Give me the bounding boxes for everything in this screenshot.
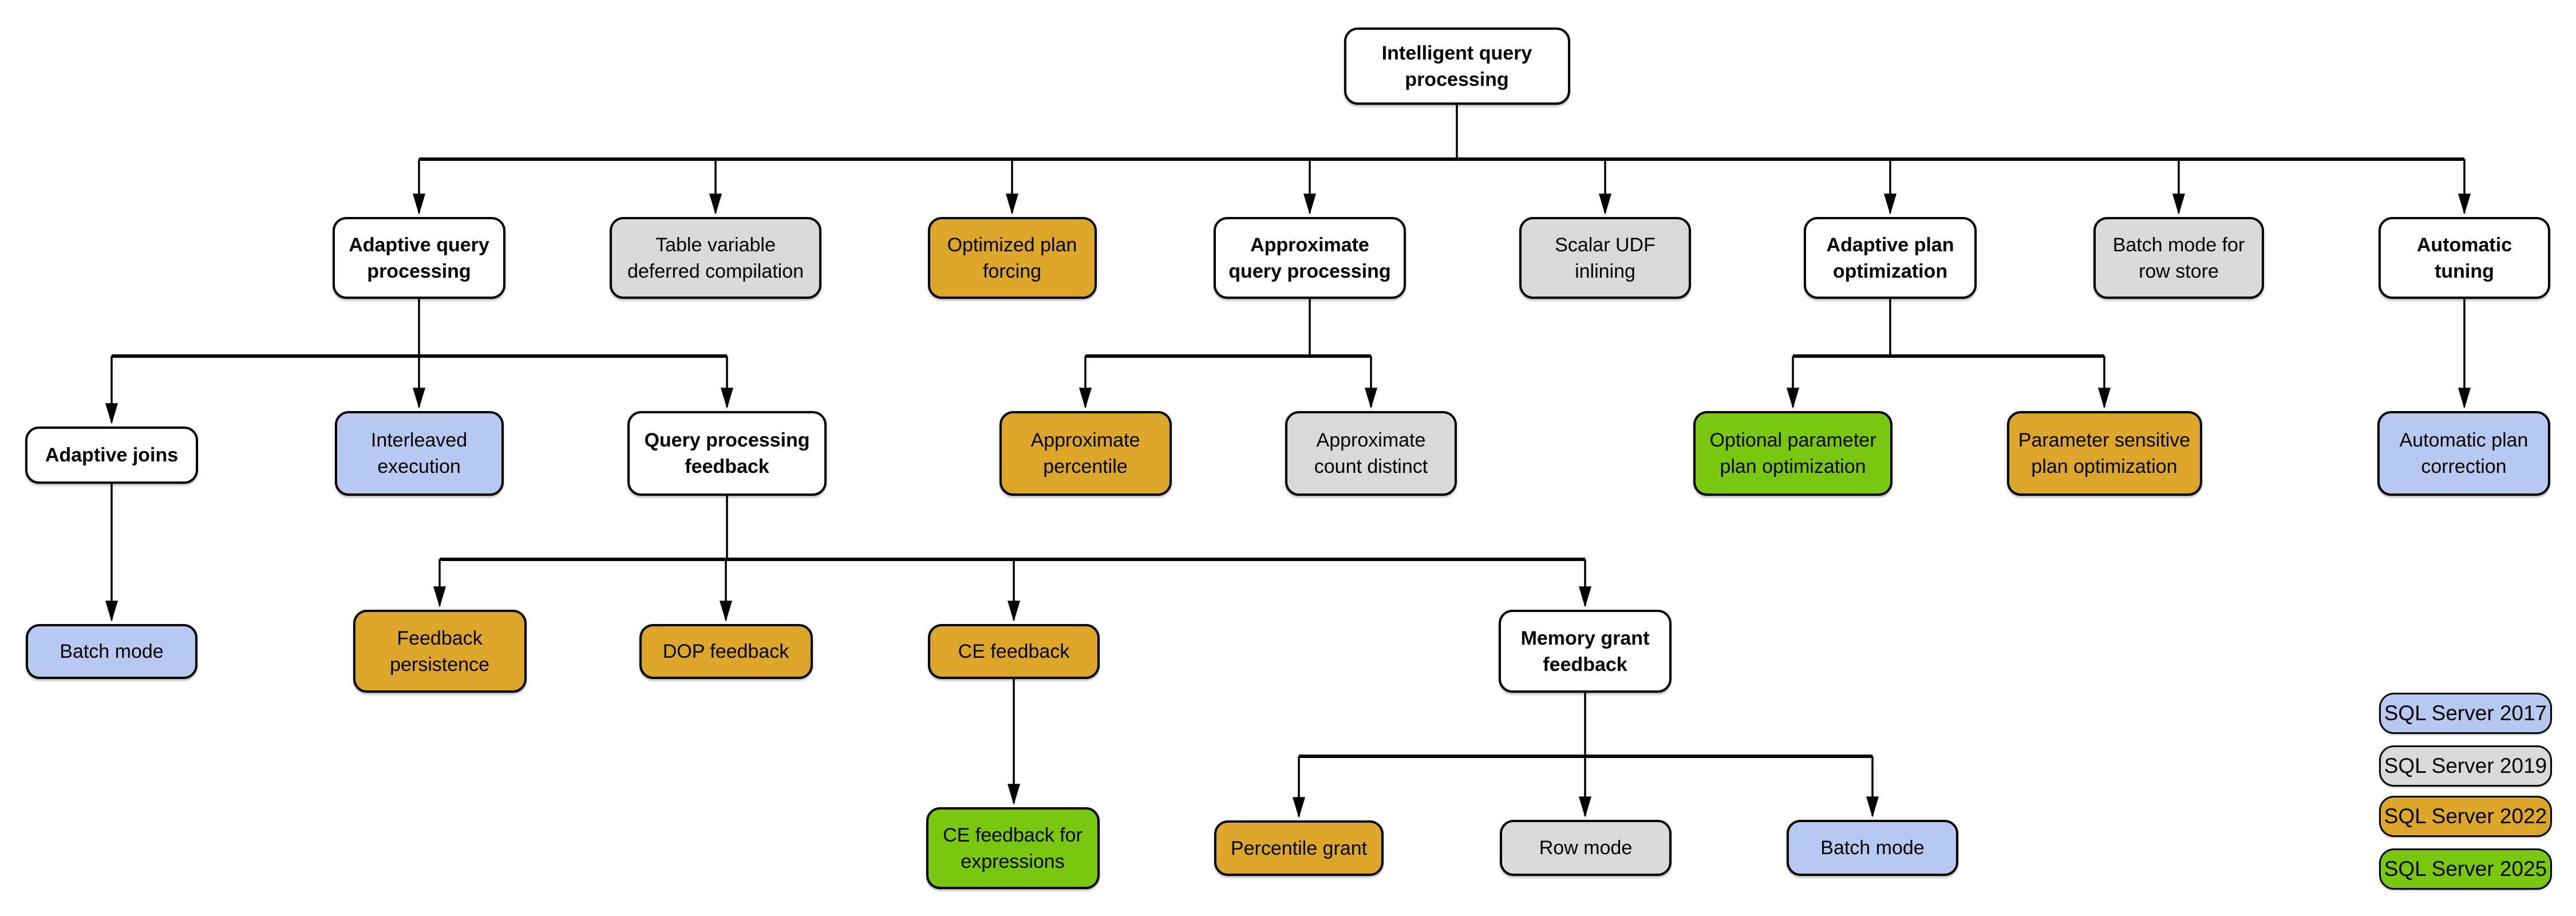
node-intelligent-query-processing: Intelligent query processing [1344, 27, 1570, 105]
node-optimized-plan-forcing: Optimized plan forcing [927, 217, 1097, 299]
node-adaptive-joins: Adaptive joins [25, 427, 198, 484]
legend-item-sql-server-2022: SQL Server 2022 [2379, 796, 2552, 837]
node-row-mode: Row mode [1500, 820, 1672, 876]
node-optional-parameter-plan-optimization: Optional parameter plan optimization [1693, 411, 1893, 496]
node-ce-feedback: CE feedback [928, 624, 1100, 679]
node-memory-grant-feedback: Memory grant feedback [1499, 610, 1672, 693]
legend-item-sql-server-2025: SQL Server 2025 [2379, 848, 2552, 890]
legend-item-sql-server-2017: SQL Server 2017 [2379, 693, 2552, 734]
node-scalar-udf-inlining: Scalar UDF inlining [1519, 217, 1691, 299]
node-table-variable-deferred-compilation: Table variable deferred compilation [610, 217, 821, 299]
node-approximate-query-processing: Approximate query processing [1214, 217, 1406, 299]
legend-item-sql-server-2019: SQL Server 2019 [2379, 745, 2552, 787]
node-feedback-persistence: Feedback persistence [353, 610, 527, 693]
node-batch-mode-memory-grant: Batch mode [1787, 820, 1958, 876]
node-batch-mode-adaptive-joins: Batch mode [26, 624, 197, 679]
node-approximate-percentile: Approximate percentile [999, 411, 1172, 496]
node-interleaved-execution: Interleaved execution [334, 411, 504, 496]
node-automatic-plan-correction: Automatic plan correction [2377, 411, 2550, 496]
node-percentile-grant: Percentile grant [1214, 820, 1384, 876]
node-batch-mode-for-row-store: Batch mode for row store [2093, 217, 2264, 299]
node-parameter-sensitive-plan-optimization: Parameter sensitive plan optimization [2006, 411, 2202, 496]
node-dop-feedback: DOP feedback [639, 624, 813, 679]
node-query-processing-feedback: Query processing feedback [627, 411, 827, 496]
node-adaptive-plan-optimization: Adaptive plan optimization [1804, 217, 1977, 299]
node-approximate-count-distinct: Approximate count distinct [1285, 411, 1457, 496]
node-ce-feedback-for-expressions: CE feedback for expressions [926, 807, 1100, 889]
node-adaptive-query-processing: Adaptive query processing [333, 217, 505, 299]
node-automatic-tuning: Automatic tuning [2379, 217, 2550, 299]
